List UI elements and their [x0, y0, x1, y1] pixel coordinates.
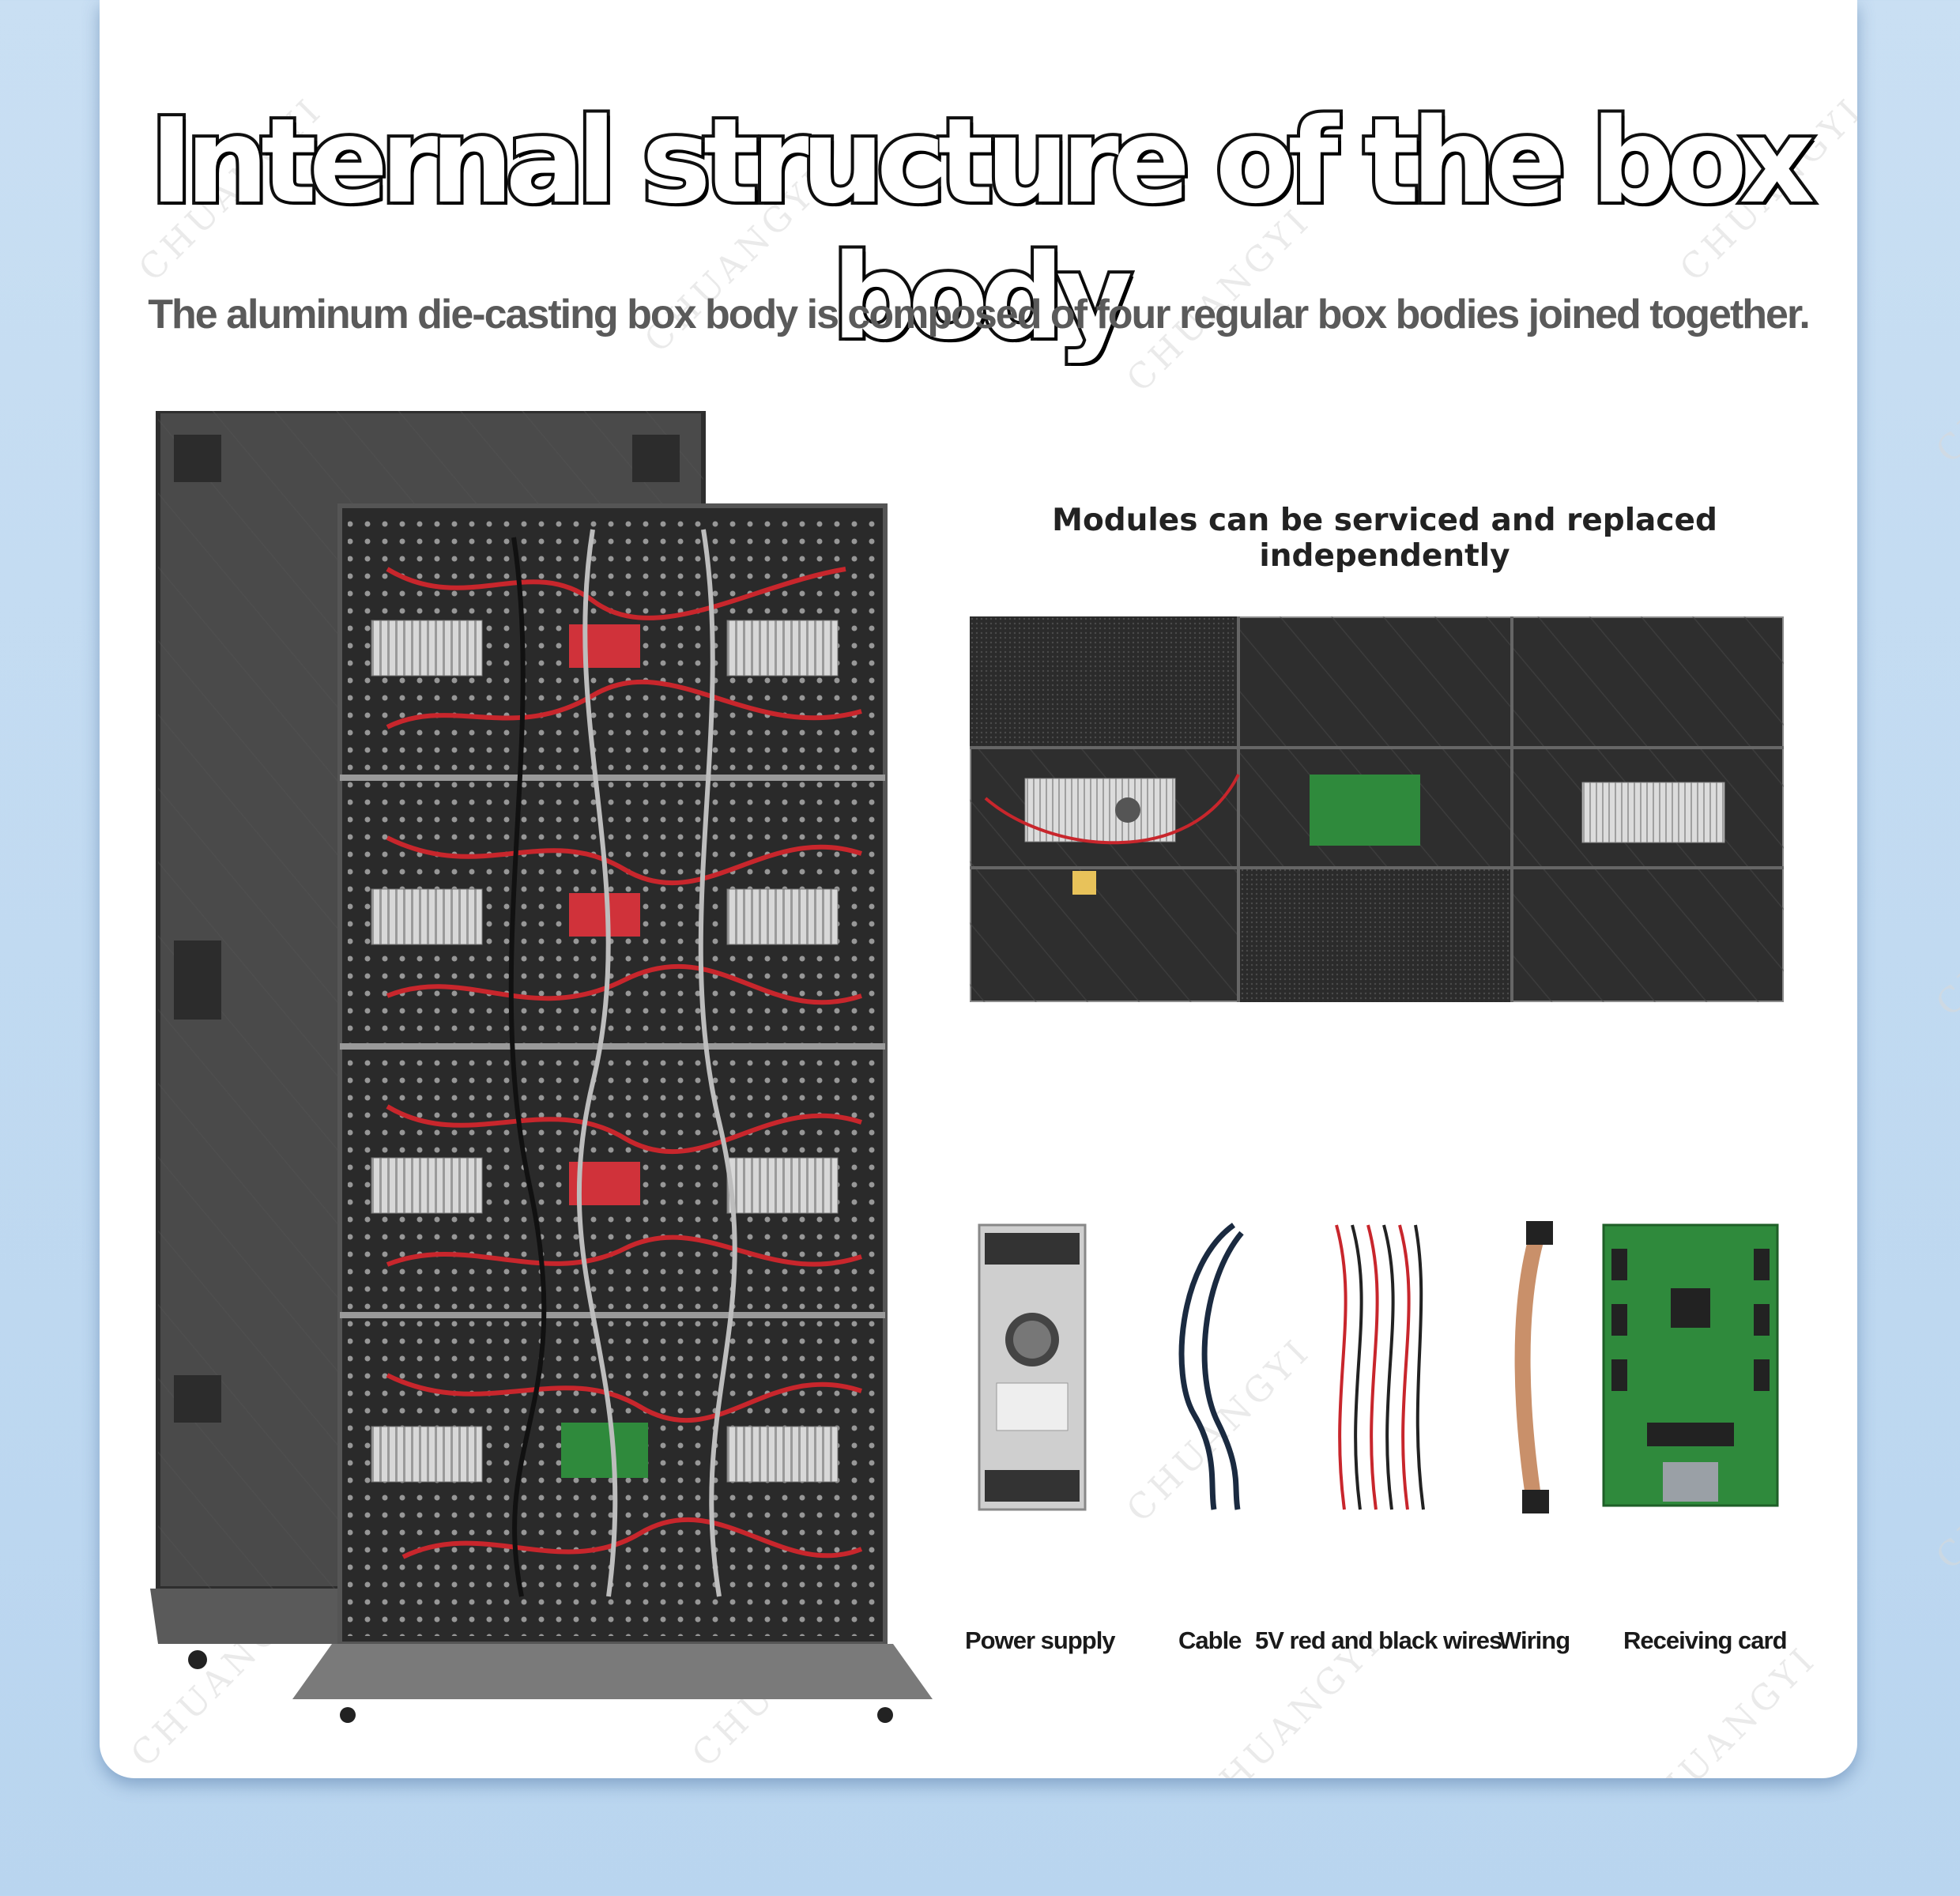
component-label-power-supply: Power supply — [965, 1626, 1116, 1654]
component-label-wiring: Wiring — [1498, 1626, 1570, 1654]
page-subtitle: The aluminum die-casting box body is com… — [148, 292, 1811, 337]
cable-icon — [1178, 1223, 1244, 1510]
watermark: CHUANGYI — [1928, 824, 1960, 1025]
ribbon-wiring-icon — [1514, 1221, 1553, 1513]
modules-heading: Modules can be serviced and replaced ind… — [1052, 503, 1717, 574]
page-title: Internal structure of the box body — [147, 90, 1819, 368]
power-supply-icon — [978, 1223, 1087, 1511]
component-label-receiving-card: Receiving card — [1623, 1626, 1788, 1654]
receiving-card-icon — [1602, 1223, 1779, 1507]
watermark: CHUANGYI — [1625, 1638, 1826, 1778]
watermark: CHUANGYI — [1928, 271, 1960, 472]
content-card: CHUANGYI CHUANGYI CHUANGYI CHUANGYI CHUA… — [100, 0, 1857, 1778]
red-black-wires-icon — [1335, 1224, 1425, 1510]
component-label-cable: Cable — [1178, 1626, 1242, 1654]
component-label-red-black-wires: 5V red and black wires — [1255, 1626, 1502, 1654]
cabinet-internal-structure-image — [150, 411, 933, 1723]
module-replacement-image — [970, 616, 1784, 1002]
watermark: CHUANGYI — [1928, 1378, 1960, 1578]
